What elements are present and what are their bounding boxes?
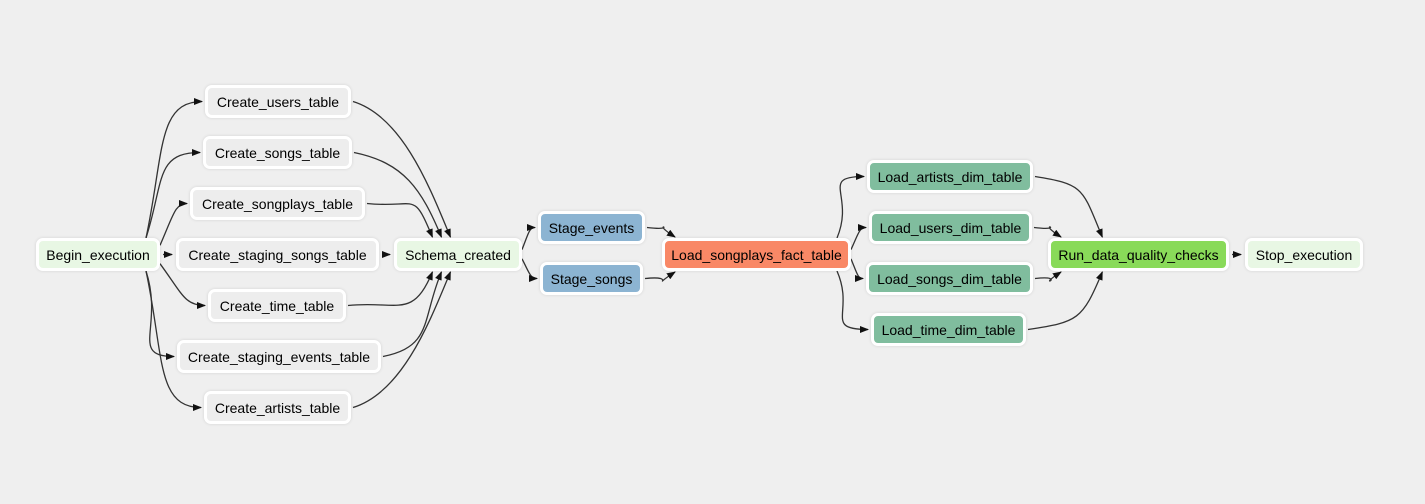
task-node-label: Begin_execution: [46, 246, 150, 263]
task-node-label: Load_songplays_fact_table: [671, 246, 842, 263]
edge-Begin_execution-to-Create_artists_table: [145, 270, 202, 411]
task-node-Create_songplays_table[interactable]: Create_songplays_table: [190, 187, 365, 220]
task-node-label: Stage_songs: [550, 270, 633, 287]
task-node-label: Create_songs_table: [214, 144, 341, 161]
edge-Load_songplays_fact_table-to-Load_time_dim_table: [836, 270, 869, 333]
task-node-label: Create_users_table: [216, 93, 340, 110]
task-node-Load_time_dim_table[interactable]: Load_time_dim_table: [871, 313, 1026, 346]
task-node-Schema_created[interactable]: Schema_created: [394, 238, 522, 271]
edge-Stage_songs-to-Load_songplays_fact_table: [644, 271, 676, 282]
task-node-Create_artists_table[interactable]: Create_artists_table: [204, 391, 351, 424]
edge-Create_staging_events_table-to-Schema_created: [382, 271, 443, 358]
task-node-Create_time_table[interactable]: Create_time_table: [208, 289, 346, 322]
task-node-Create_users_table[interactable]: Create_users_table: [205, 85, 351, 118]
edge-Load_songplays_fact_table-to-Load_songs_dim_table: [850, 258, 864, 282]
edge-Load_songplays_fact_table-to-Load_users_dim_table: [850, 224, 867, 250]
task-node-Create_staging_songs_table[interactable]: Create_staging_songs_table: [176, 238, 379, 271]
edge-Begin_execution-to-Create_songplays_table: [159, 200, 188, 246]
task-node-label: Load_time_dim_table: [881, 321, 1016, 338]
task-node-Load_users_dim_table[interactable]: Load_users_dim_table: [869, 211, 1032, 244]
task-node-label: Load_songs_dim_table: [877, 270, 1022, 287]
task-node-label: Create_songplays_table: [202, 195, 353, 212]
edge-Load_songplays_fact_table-to-Load_artists_dim_table: [836, 173, 865, 239]
task-node-Stop_execution[interactable]: Stop_execution: [1245, 238, 1363, 271]
edge-Create_time_table-to-Schema_created: [347, 271, 433, 307]
edge-Create_songplays_table-to-Schema_created: [366, 202, 433, 238]
edge-Create_users_table-to-Schema_created: [352, 100, 452, 238]
edge-Begin_execution-to-Create_time_table: [159, 263, 206, 309]
task-node-Load_artists_dim_table[interactable]: Load_artists_dim_table: [867, 160, 1033, 193]
edge-Load_artists_dim_table-to-Run_data_quality_checks: [1034, 175, 1103, 238]
task-node-label: Create_staging_events_table: [187, 348, 371, 365]
task-node-Create_songs_table[interactable]: Create_songs_table: [203, 136, 352, 169]
task-node-label: Load_users_dim_table: [879, 219, 1022, 236]
task-node-label: Create_time_table: [219, 297, 335, 314]
edge-Load_time_dim_table-to-Run_data_quality_checks: [1027, 271, 1103, 331]
task-node-Begin_execution[interactable]: Begin_execution: [36, 238, 160, 271]
task-node-label: Load_artists_dim_table: [877, 168, 1023, 185]
edge-Stage_events-to-Load_songplays_fact_table: [646, 226, 676, 238]
edge-Create_artists_table-to-Schema_created: [352, 271, 452, 409]
edge-Begin_execution-to-Create_users_table: [145, 98, 203, 239]
edge-Schema_created-to-Stage_songs: [521, 258, 538, 282]
task-node-label: Run_data_quality_checks: [1058, 246, 1219, 263]
task-node-Stage_songs[interactable]: Stage_songs: [540, 262, 643, 295]
task-node-Run_data_quality_checks[interactable]: Run_data_quality_checks: [1048, 238, 1229, 271]
task-node-label: Schema_created: [405, 246, 511, 263]
task-node-label: Create_staging_songs_table: [188, 246, 367, 263]
task-node-Load_songs_dim_table[interactable]: Load_songs_dim_table: [866, 262, 1033, 295]
edge-Create_songs_table-to-Schema_created: [353, 151, 442, 238]
edge-Begin_execution-to-Create_songs_table: [145, 149, 201, 239]
task-node-label: Stage_events: [548, 219, 635, 236]
task-node-label: Create_artists_table: [214, 399, 341, 416]
edge-Load_users_dim_table-to-Run_data_quality_checks: [1033, 226, 1062, 238]
task-node-label: Stop_execution: [1255, 246, 1353, 263]
edge-Schema_created-to-Stage_events: [521, 224, 536, 250]
task-node-Stage_events[interactable]: Stage_events: [538, 211, 645, 244]
task-node-Load_songplays_fact_table[interactable]: Load_songplays_fact_table: [662, 238, 851, 271]
edge-Load_songs_dim_table-to-Run_data_quality_checks: [1034, 271, 1062, 282]
edge-Begin_execution-to-Create_staging_events_table: [145, 270, 175, 360]
task-node-Create_staging_events_table[interactable]: Create_staging_events_table: [177, 340, 381, 373]
